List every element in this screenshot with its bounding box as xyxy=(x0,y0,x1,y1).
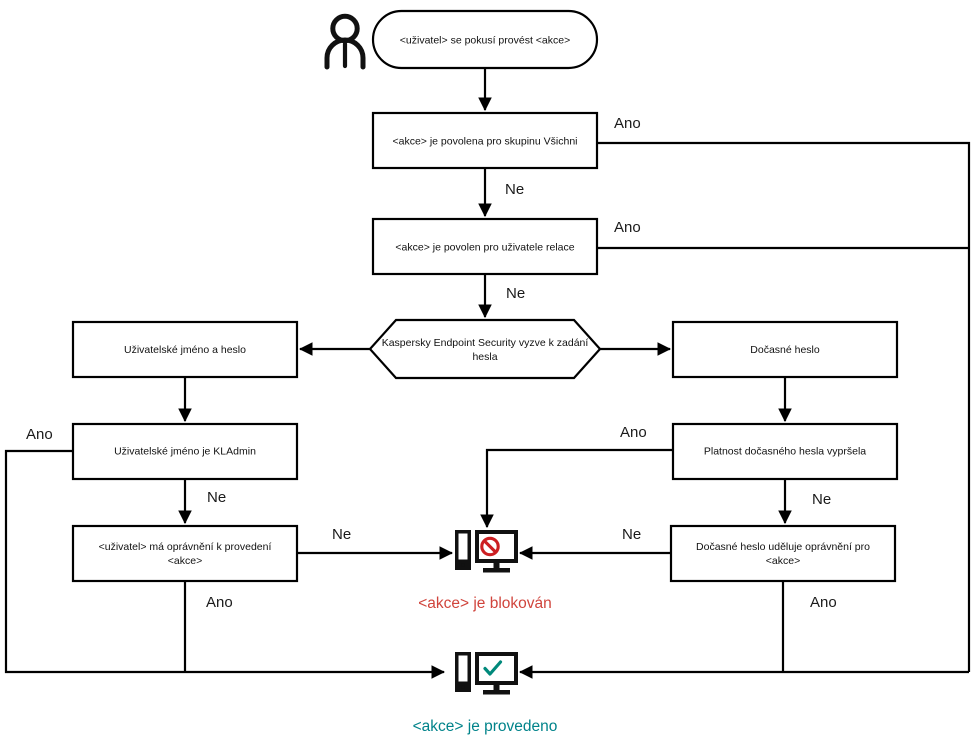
node-allowed-everyone-label: <akce> je povolena pro skupinu Všichni xyxy=(392,135,577,147)
node-temp-password-expired-label: Platnost dočasného hesla vypršela xyxy=(704,445,866,457)
monitor-check-icon xyxy=(455,652,518,695)
edge-label-kladmin-yes: Ano xyxy=(26,426,53,443)
node-temp-password-grants[interactable]: Dočasné heslo uděluje oprávnění pro <akc… xyxy=(669,524,897,583)
node-user-has-permission-line2: <akce> xyxy=(168,555,202,567)
node-start[interactable]: <uživatel> se pokusí provést <akce> xyxy=(371,9,599,70)
edge-label-expired-no: Ne xyxy=(812,491,831,508)
edge-label-allowed-everyone-yes: Ano xyxy=(614,115,641,132)
node-allowed-session-user[interactable]: <akce> je povolen pro uživatele relace xyxy=(371,217,599,276)
person-icon xyxy=(324,13,366,70)
node-temp-password-grants-line2: <akce> xyxy=(766,555,800,567)
node-allowed-session-user-label: <akce> je povolen pro uživatele relace xyxy=(395,241,574,253)
edge-label-allowed-session-no: Ne xyxy=(506,285,525,302)
node-user-has-permission-line1: <uživatel> má oprávnění k provedení xyxy=(99,541,272,553)
edge-label-grants-no: Ne xyxy=(622,526,641,543)
node-prompt-password-line1: Kaspersky Endpoint Security vyzve k zadá… xyxy=(382,337,589,349)
edge-allowed-everyone-yes xyxy=(597,141,971,672)
outcome-blocked-label: <akce> je blokován xyxy=(418,595,552,612)
node-start-label: <uživatel> se pokusí provést <akce> xyxy=(400,34,570,46)
edge-label-grants-yes: Ano xyxy=(810,594,837,611)
edge-label-permission-no: Ne xyxy=(332,526,351,543)
node-prompt-password-line2: hesla xyxy=(472,351,497,363)
node-temp-password-grants-line1: Dočasné heslo uděluje oprávnění pro xyxy=(696,541,870,553)
node-prompt-password[interactable]: Kaspersky Endpoint Security vyzve k zadá… xyxy=(368,318,602,380)
edge-label-expired-yes: Ano xyxy=(620,424,647,441)
monitor-blocked-icon xyxy=(455,530,518,573)
node-temporary-password[interactable]: Dočasné heslo xyxy=(671,320,899,379)
node-user-has-permission[interactable]: <uživatel> má oprávnění k provedení <akc… xyxy=(71,524,299,583)
node-username-password-label: Uživatelské jméno a heslo xyxy=(124,344,246,356)
edge-label-kladmin-no: Ne xyxy=(207,489,226,506)
node-allowed-everyone[interactable]: <akce> je povolena pro skupinu Všichni xyxy=(371,111,599,170)
edge-label-allowed-everyone-no: Ne xyxy=(505,181,524,198)
edge-label-permission-yes: Ano xyxy=(206,594,233,611)
node-username-password[interactable]: Uživatelské jméno a heslo xyxy=(71,320,299,379)
edge-expired-yes xyxy=(480,448,673,529)
edge-label-allowed-session-yes: Ano xyxy=(614,219,641,236)
node-username-is-kladmin-label: Uživatelské jméno je KLAdmin xyxy=(114,445,256,457)
outcome-performed-label: <akce> je provedeno xyxy=(413,718,558,735)
node-temporary-password-label: Dočasné heslo xyxy=(750,344,820,356)
node-temp-password-expired[interactable]: Platnost dočasného hesla vypršela xyxy=(671,422,899,481)
node-username-is-kladmin[interactable]: Uživatelské jméno je KLAdmin xyxy=(71,422,299,481)
edge-kladmin-yes xyxy=(4,449,446,679)
